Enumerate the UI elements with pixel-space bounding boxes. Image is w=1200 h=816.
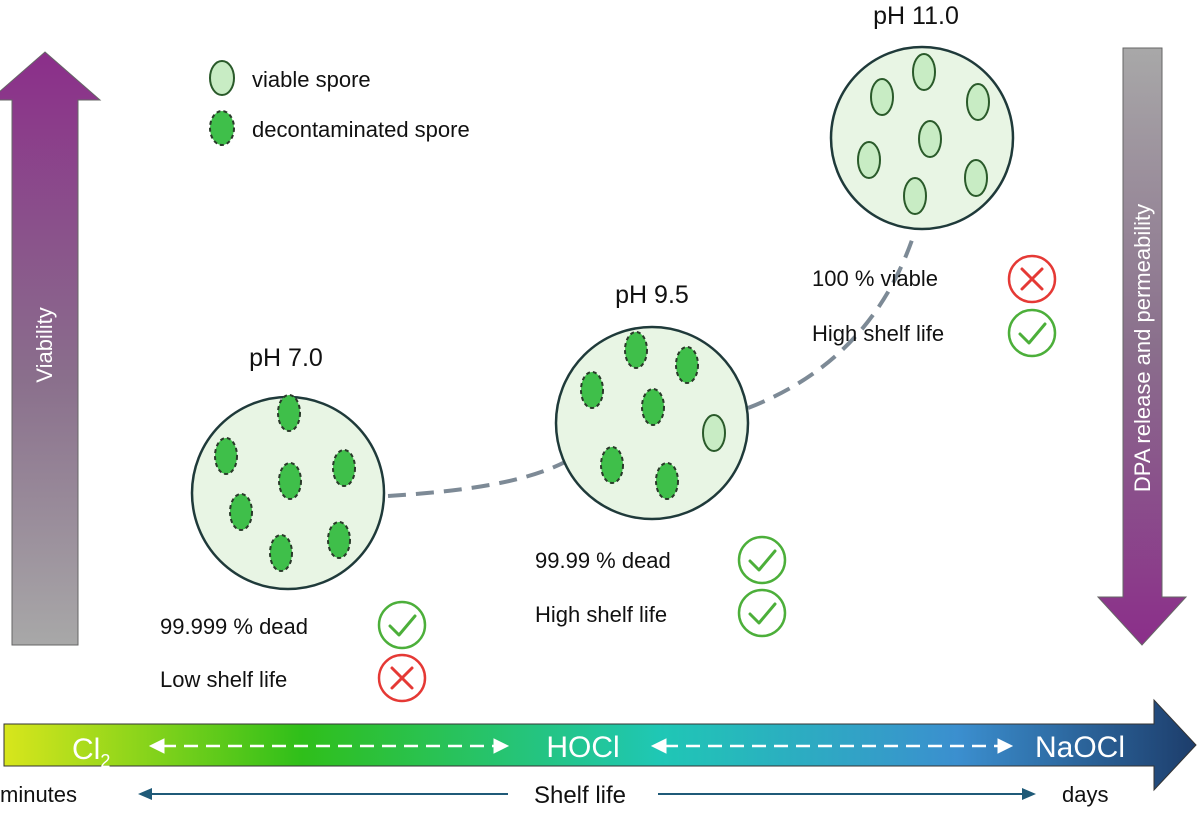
stat-ph11-viable: 100 % viable	[812, 266, 938, 291]
viable-spore	[912, 53, 936, 91]
shelf-life-axis: minutes Shelf life days	[0, 782, 1108, 809]
viable-spore	[918, 120, 942, 158]
spore-cluster-ph9-5	[554, 325, 750, 521]
species-cl2: Cl2	[72, 733, 110, 771]
stat-ph9-5-dead: 99.99 % dead	[535, 548, 671, 573]
shelf-left-label: minutes	[0, 782, 77, 807]
decontaminated-spore	[641, 388, 665, 426]
decontaminated-spore	[655, 462, 679, 500]
ph-label-9-5: pH 9.5	[615, 281, 689, 309]
decontaminated-spore	[332, 449, 356, 487]
decontaminated-spore	[580, 371, 604, 409]
cross-icon	[377, 653, 427, 703]
stat-ph11-shelf: High shelf life	[812, 321, 944, 346]
legend: viable spore decontaminated spore	[209, 60, 470, 146]
viable-spore	[966, 83, 990, 121]
decontaminated-spore	[277, 394, 301, 432]
ph-label-11: pH 11.0	[873, 2, 959, 30]
dpa-label: DPA release and permeability	[1130, 204, 1155, 492]
stat-ph9-5-shelf: High shelf life	[535, 602, 667, 627]
legend-viable-label: viable spore	[252, 67, 371, 92]
shelf-life-label: Shelf life	[534, 782, 626, 809]
spore-cluster-ph7	[190, 394, 386, 591]
spore-cluster-ph11	[829, 45, 1015, 231]
cross-icon	[1007, 254, 1057, 304]
viable-spore	[870, 78, 894, 116]
viability-label: Viability	[32, 307, 57, 382]
check-icon	[737, 588, 787, 638]
decontaminated-spore	[600, 446, 624, 484]
decontaminated-spore	[675, 346, 699, 384]
decontaminated-spore	[327, 521, 351, 559]
viable-spore	[903, 177, 927, 215]
check-icon	[1007, 308, 1057, 358]
species-naocl: NaOCl	[1035, 731, 1125, 764]
stat-ph7-shelf: Low shelf life	[160, 667, 287, 692]
stat-ph7-dead: 99.999 % dead	[160, 614, 308, 639]
viable-spore	[964, 159, 988, 197]
check-icon	[737, 535, 787, 585]
decontaminated-spore	[214, 437, 238, 475]
viable-spore-icon	[209, 60, 235, 96]
viability-arrow: Viability	[0, 51, 102, 646]
legend-decontaminated-label: decontaminated spore	[252, 117, 470, 142]
ph-label-7: pH 7.0	[249, 344, 323, 372]
double-arrow-left	[148, 738, 510, 754]
decontaminated-spore	[229, 493, 253, 531]
chlorine-species-bar: Cl2 HOCl NaOCl	[3, 698, 1197, 792]
viable-spore	[702, 414, 726, 452]
dpa-arrow: DPA release and permeability	[1096, 47, 1188, 646]
viable-spore	[857, 141, 881, 179]
decontaminated-spore	[278, 462, 302, 500]
decontaminated-spore-icon	[209, 110, 235, 146]
decontaminated-spore	[624, 331, 648, 369]
arrow-right-icon	[1022, 788, 1036, 800]
arrow-left-icon	[138, 788, 152, 800]
connector-7-to-9-5	[387, 460, 566, 498]
connector-9-5-to-11	[747, 239, 914, 410]
double-arrow-right	[650, 738, 1014, 754]
species-hocl: HOCl	[546, 731, 619, 764]
shelf-right-label: days	[1062, 782, 1108, 807]
check-icon	[377, 600, 427, 650]
decontaminated-spore	[269, 534, 293, 572]
